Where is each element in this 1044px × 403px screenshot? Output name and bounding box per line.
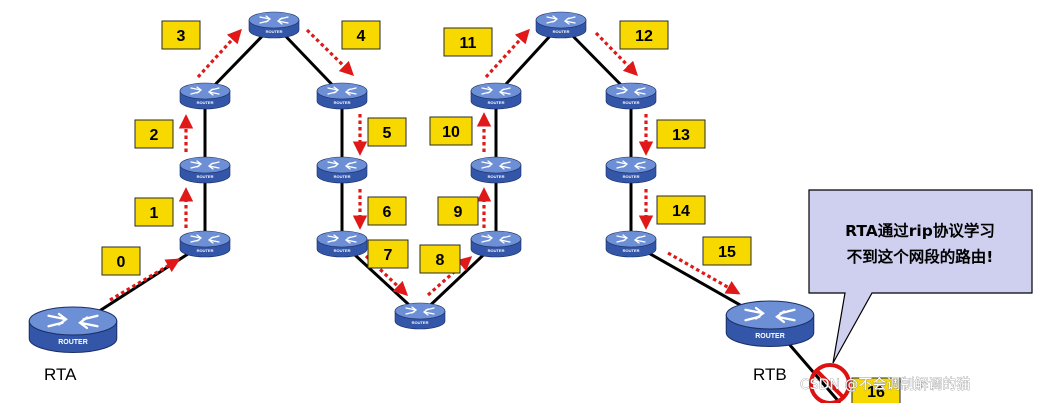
hop-count-label: 5 bbox=[383, 125, 392, 142]
hop-count-label: 0 bbox=[117, 254, 126, 271]
hop-box: 14 bbox=[656, 195, 706, 225]
hop-box: 11 bbox=[443, 27, 493, 57]
router-icon: ROUTER bbox=[605, 230, 657, 258]
svg-text:ROUTER: ROUTER bbox=[623, 100, 640, 105]
svg-text:ROUTER: ROUTER bbox=[334, 100, 351, 105]
hop-box: 2 bbox=[134, 119, 174, 149]
arrow-hop-8 bbox=[426, 256, 473, 297]
svg-text:ROUTER: ROUTER bbox=[266, 29, 283, 34]
router-icon: ROUTER bbox=[605, 156, 657, 184]
router-icon: ROUTER bbox=[28, 306, 118, 353]
router-icon: ROUTER bbox=[248, 11, 300, 39]
hop-box: 3 bbox=[161, 20, 201, 50]
svg-text:ROUTER: ROUTER bbox=[197, 100, 214, 105]
callout-line-1: RTA通过rip协议学习 bbox=[845, 221, 995, 240]
router-icon: ROUTER bbox=[179, 82, 231, 110]
svg-text:ROUTER: ROUTER bbox=[197, 248, 214, 253]
arrow-hop-12 bbox=[594, 31, 639, 77]
svg-text:ROUTER: ROUTER bbox=[623, 248, 640, 253]
callout-bubble bbox=[808, 189, 1033, 364]
svg-text:ROUTER: ROUTER bbox=[488, 248, 505, 253]
router-icon: ROUTER bbox=[725, 300, 815, 347]
hop-box: 5 bbox=[367, 117, 407, 147]
hop-count-label: 4 bbox=[357, 28, 366, 45]
routers: ROUTER ROUTER ROUTER ROUTER ROUTER ROUTER ROUT… bbox=[28, 11, 815, 353]
unreachable-sign-icon bbox=[809, 363, 851, 403]
svg-text:ROUTER: ROUTER bbox=[488, 100, 505, 105]
hop-count-label: 6 bbox=[383, 204, 392, 221]
hop-box: 1 bbox=[134, 197, 174, 227]
arrow-hop-4 bbox=[305, 28, 355, 77]
hop-box: 13 bbox=[656, 119, 706, 149]
arrow-hop-0 bbox=[109, 258, 181, 302]
arrow-hop-3 bbox=[196, 28, 242, 79]
svg-text:ROUTER: ROUTER bbox=[755, 333, 785, 340]
arrow-hop-15 bbox=[667, 251, 741, 295]
hop-box: 16 bbox=[851, 377, 901, 403]
callout: RTA通过rip协议学习 不到这个网段的路由! bbox=[808, 189, 1033, 364]
router-icon: ROUTER bbox=[470, 82, 522, 110]
callout-line-2: 不到这个网段的路由! bbox=[847, 247, 994, 266]
hop-box: 7 bbox=[367, 239, 409, 269]
hop-count-label: 3 bbox=[177, 28, 186, 45]
hop-count-label: 16 bbox=[867, 384, 885, 401]
hop-count-label: 9 bbox=[454, 204, 463, 221]
update-arrows bbox=[109, 28, 741, 302]
hop-count-label: 15 bbox=[718, 244, 736, 261]
router-icon: ROUTER bbox=[179, 230, 231, 258]
hop-count-label: 7 bbox=[384, 247, 393, 264]
svg-text:ROUTER: ROUTER bbox=[553, 29, 570, 34]
router-icon: ROUTER bbox=[470, 156, 522, 184]
hop-count-label: 2 bbox=[150, 127, 159, 144]
hop-count-label: 1 bbox=[150, 205, 159, 222]
router-icon: ROUTER bbox=[470, 230, 522, 258]
hop-count-label: 10 bbox=[442, 124, 460, 141]
svg-text:ROUTER: ROUTER bbox=[412, 320, 429, 325]
hop-box: 12 bbox=[619, 20, 669, 50]
hop-count-label: 14 bbox=[672, 203, 690, 220]
hop-box: 9 bbox=[437, 196, 479, 226]
hop-count-label: 12 bbox=[635, 28, 653, 45]
router-icon: ROUTER bbox=[605, 82, 657, 110]
hop-box: 0 bbox=[101, 246, 141, 276]
hop-box: 6 bbox=[367, 196, 407, 226]
svg-text:ROUTER: ROUTER bbox=[197, 174, 214, 179]
rta-label: RTA bbox=[44, 365, 77, 384]
hop-count-label: 13 bbox=[672, 127, 690, 144]
svg-text:ROUTER: ROUTER bbox=[488, 174, 505, 179]
hop-box: 4 bbox=[341, 20, 381, 50]
rtb-label: RTB bbox=[753, 365, 787, 384]
router-icon: ROUTER bbox=[535, 11, 587, 39]
hop-count-label: 8 bbox=[436, 252, 445, 269]
router-icon: ROUTER bbox=[394, 302, 446, 330]
watermark: CSDN @不会调制解调的猫 bbox=[800, 377, 970, 393]
hop-box: 15 bbox=[702, 236, 752, 266]
hop-box: 10 bbox=[429, 116, 473, 146]
hop-box: 8 bbox=[419, 244, 461, 274]
router-icon: ROUTER bbox=[316, 156, 368, 184]
hop-count-label: 11 bbox=[460, 35, 477, 52]
router-icon: ROUTER bbox=[316, 230, 368, 258]
svg-text:ROUTER: ROUTER bbox=[334, 174, 351, 179]
svg-text:ROUTER: ROUTER bbox=[334, 248, 351, 253]
router-icon: ROUTER bbox=[179, 156, 231, 184]
router-icon: ROUTER bbox=[316, 82, 368, 110]
svg-text:ROUTER: ROUTER bbox=[58, 339, 88, 346]
svg-text:ROUTER: ROUTER bbox=[623, 174, 640, 179]
